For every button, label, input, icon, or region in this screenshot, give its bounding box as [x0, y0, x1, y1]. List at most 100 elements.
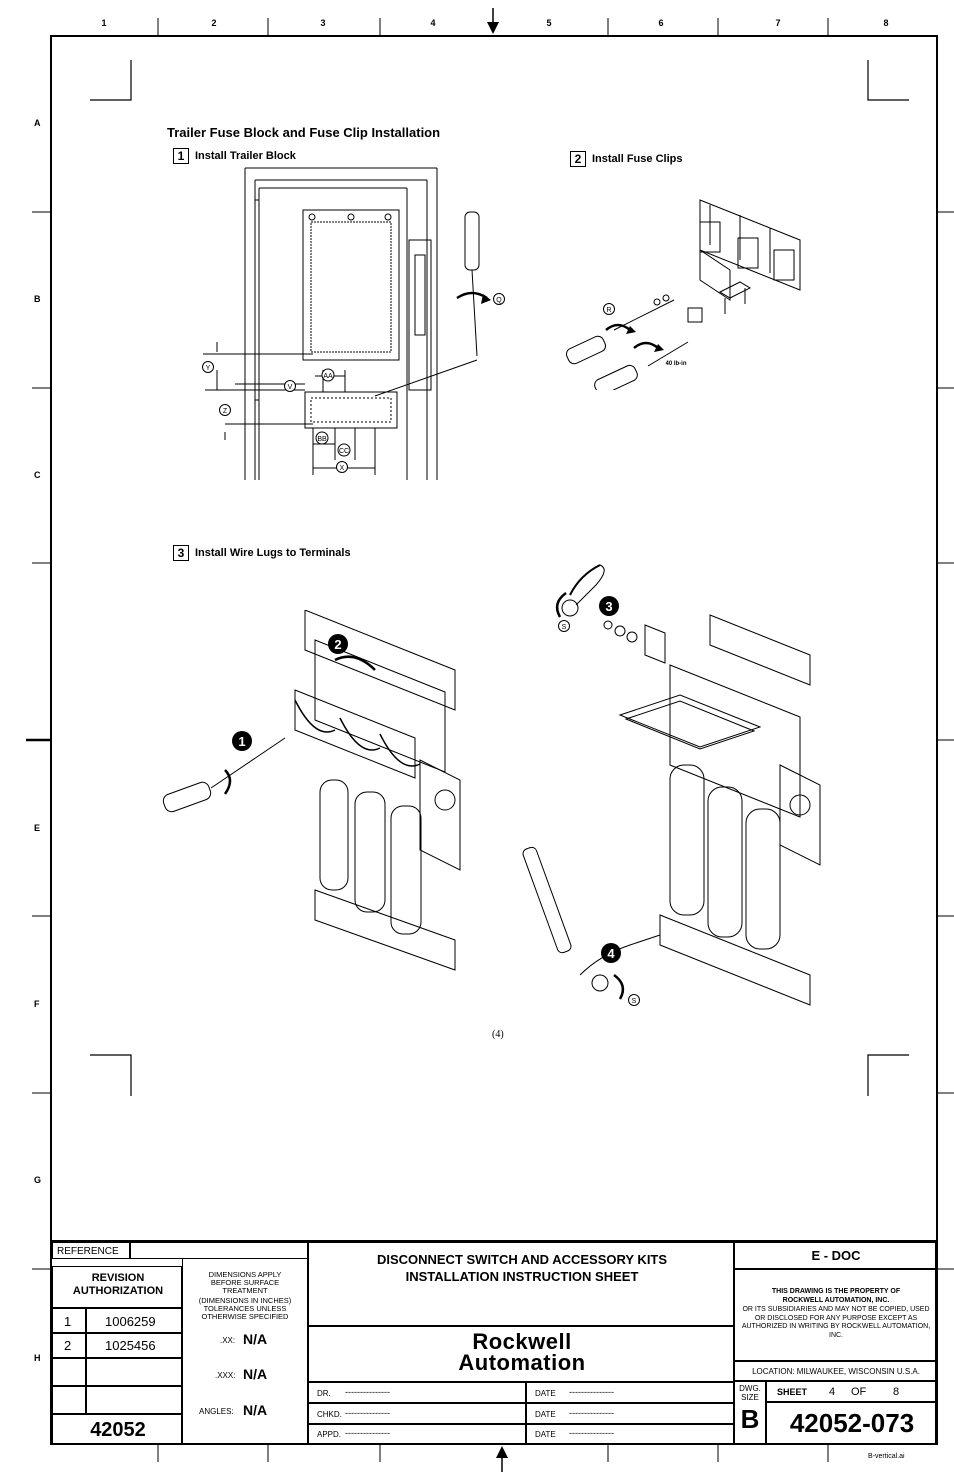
fuse-clips-figure: R 40 lb-in	[565, 199, 801, 390]
step-number: 2	[570, 151, 586, 167]
property-notice-1: THIS DRAWING IS THE PROPERTY OF ROCKWELL…	[771, 1288, 901, 1304]
revision-authorization-cell: REVISION AUTHORIZATION	[52, 1266, 182, 1308]
callout-y: Y	[206, 365, 211, 372]
chkd-date-cell: DATE ---------------	[526, 1403, 734, 1424]
rev-1-cell: 1	[52, 1308, 86, 1333]
company-logo-cell: Rockwell Automation	[308, 1326, 734, 1382]
step-3-label: 3 Install Wire Lugs to Terminals	[173, 545, 351, 561]
rev-3-cell	[52, 1358, 86, 1386]
page-number: (4)	[492, 1029, 504, 1040]
company-logo-line-1: Rockwell	[472, 1329, 572, 1354]
dr-date-cell: DATE ---------------	[526, 1382, 734, 1403]
step-1-label: 1 Install Trailer Block	[173, 148, 296, 164]
zone-row-f: F	[34, 999, 40, 1009]
company-logo-line-2: Automation	[458, 1350, 586, 1375]
step3-left-callouts: 1 2	[232, 634, 348, 751]
rev-2-number: 2	[64, 1338, 72, 1353]
auth-4-cell	[86, 1386, 182, 1414]
reference-number: 42052	[90, 1419, 146, 1441]
reference-label: REFERENCE	[57, 1246, 119, 1257]
chkd-cell: CHKD. ---------------	[308, 1403, 526, 1424]
zone-row-b: B	[34, 294, 41, 304]
appd-value: ---------------	[345, 1428, 390, 1438]
document-title-line-1: DISCONNECT SWITCH AND ACCESSORY KITS	[376, 1252, 668, 1267]
tolerance-xx-value: N/A	[243, 1331, 268, 1347]
property-notice-cell: THIS DRAWING IS THE PROPERTY OF ROCKWELL…	[734, 1269, 936, 1361]
dr-date-label: DATE	[535, 1389, 556, 1398]
chkd-date-value: ---------------	[569, 1408, 614, 1418]
callout-r: R	[606, 307, 611, 314]
sheet-total: 8	[893, 1386, 900, 1398]
step-number: 3	[173, 545, 189, 561]
dwg-size-value: B	[740, 1404, 760, 1434]
zone-col-1: 1	[101, 18, 107, 28]
zone-row-a: A	[34, 118, 41, 128]
zone-col-5: 5	[546, 18, 552, 28]
chkd-value: ---------------	[345, 1408, 390, 1418]
dwg-size-cell: DWG. SIZE B	[734, 1381, 766, 1444]
callout-q: Q	[496, 297, 502, 304]
file-name: B-vertical.ai	[868, 1453, 905, 1460]
tolerance-xxx-value: N/A	[243, 1366, 268, 1382]
angles-label: ANGLES:	[199, 1407, 234, 1416]
reference-value-cell	[130, 1242, 308, 1259]
callout-v: V	[288, 384, 293, 391]
appd-date-label: DATE	[535, 1430, 556, 1439]
auth-1-number: 1006259	[105, 1314, 156, 1329]
chkd-label: CHKD.	[317, 1410, 342, 1419]
title-block	[50, 1240, 938, 1445]
auth-2-number: 1025456	[105, 1338, 156, 1353]
step-text: Install Wire Lugs to Terminals	[195, 547, 351, 559]
step1-callouts: Q Y V AA Z BB CC X	[202, 293, 505, 473]
step3-right-callouts: 3 4 S S	[558, 596, 640, 1006]
appd-date-cell: DATE ---------------	[526, 1424, 734, 1444]
callout-bb: BB	[317, 436, 327, 443]
zone-col-8: 8	[883, 18, 889, 28]
drawing-number: 42052-073	[789, 1408, 915, 1438]
step-text: Install Fuse Clips	[592, 153, 683, 165]
step-text: Install Trailer Block	[195, 150, 296, 162]
zone-row-c: C	[34, 470, 41, 480]
dr-value: ---------------	[345, 1387, 390, 1397]
callout-1: 1	[238, 734, 245, 749]
drawing-number-cell: 42052-073	[766, 1402, 936, 1444]
wire-lugs-right-figure: 3 4 S S	[522, 564, 821, 1006]
document-title-line-2: INSTALLATION INSTRUCTION SHEET	[405, 1269, 639, 1284]
rev-2-cell: 2	[52, 1333, 86, 1358]
auth-1-cell: 1006259	[86, 1308, 182, 1333]
location: LOCATION: MILWAUKEE, WISCONSIN U.S.A.	[752, 1367, 920, 1376]
callout-aa: AA	[323, 373, 333, 380]
zone-col-2: 2	[211, 18, 217, 28]
property-notice-2: OR ITS SUBSIDIARIES AND MAY NOT BE COPIE…	[741, 1306, 931, 1339]
zone-col-6: 6	[658, 18, 664, 28]
callout-z: Z	[223, 408, 228, 415]
callout-4: 4	[607, 946, 615, 961]
dr-cell: DR. ---------------	[308, 1382, 526, 1403]
doc-type: E - DOC	[811, 1248, 861, 1263]
auth-2-cell: 1025456	[86, 1333, 182, 1358]
auth-3-cell	[86, 1358, 182, 1386]
callout-cc: CC	[339, 448, 349, 455]
revision-authorization-label: REVISION AUTHORIZATION	[72, 1272, 164, 1297]
zone-row-e: E	[34, 823, 41, 833]
torque-value: 40 lb-in	[665, 361, 686, 367]
tolerance-xxx-label: .XXX:	[215, 1371, 236, 1380]
dimensions-note-1: DIMENSIONS APPLY BEFORE SURFACE TREATMEN…	[208, 1270, 282, 1295]
reference-label-cell: REFERENCE	[52, 1242, 130, 1259]
trailer-block-figure: Q Y V AA Z BB CC X	[202, 167, 505, 480]
callout-s-bottom: S	[632, 998, 637, 1005]
step2-callouts: R 40 lb-in	[603, 303, 687, 367]
zone-col-3: 3	[320, 18, 326, 28]
zone-row-h: H	[34, 1353, 41, 1363]
rev-1-number: 1	[64, 1314, 72, 1329]
sheet-label: SHEET	[777, 1387, 808, 1397]
chkd-date-label: DATE	[535, 1410, 556, 1419]
dimensions-cell: DIMENSIONS APPLY BEFORE SURFACE TREATMEN…	[182, 1259, 308, 1444]
zone-row-g: G	[34, 1175, 42, 1185]
sheet-of-label: OF	[851, 1386, 867, 1398]
dwg-size-label: DWG. SIZE	[739, 1384, 761, 1402]
section-title: Trailer Fuse Block and Fuse Clip Install…	[167, 125, 441, 140]
step-2-label: 2 Install Fuse Clips	[570, 151, 682, 167]
dr-label: DR.	[317, 1389, 331, 1398]
sheet-number: 4	[829, 1386, 836, 1398]
